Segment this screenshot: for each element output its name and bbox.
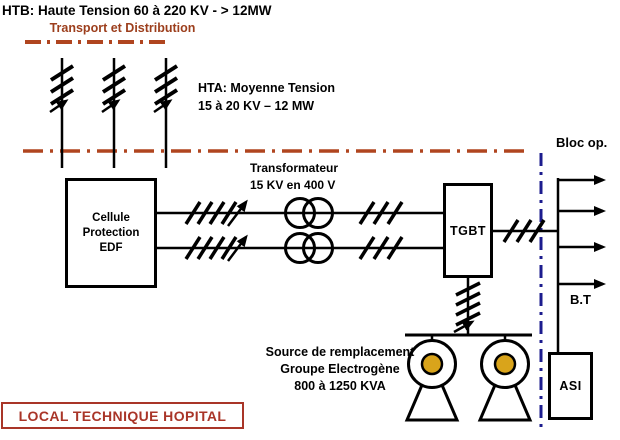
transport-subtitle: Transport et Distribution [49,21,196,35]
ht-feeder-symbols [49,58,179,168]
cellule-protection-edf-box: Cellule Protection EDF [65,178,157,288]
cellule-box-line2: Protection [82,226,140,239]
bloc-op-label: Bloc op. [556,135,608,150]
bt-distribution-bus [556,175,606,352]
asi-box: ASI [548,352,593,420]
transformer-label: Transformateur 15 KV en 400 V [250,160,338,194]
cellule-box-line3: EDF [99,241,123,254]
generator-link-line [453,277,481,335]
source-label-line1: Source de remplacement [265,345,415,359]
cellule-box-line1: Cellule [92,211,130,224]
hta-label-line1: HTA: Moyenne Tension [198,81,336,95]
transformer-label-line2: 15 KV en 400 V [250,178,336,192]
footer-box-label: LOCAL TECHNIQUE HOPITAL [18,407,227,424]
hta-label: HTA: Moyenne Tension 15 à 20 KV – 12 MW [198,79,335,115]
local-technique-hopital-box: LOCAL TECHNIQUE HOPITAL [1,402,244,429]
transformer-feeder-lines [157,197,443,264]
htb-boundary-lines [23,40,530,153]
transformer-label-line1: Transformateur [250,161,339,175]
source-label-line2: Groupe Electrogène [280,362,400,376]
tgbt-box: TGBT [443,183,493,278]
source-label-line3: 800 à 1250 KVA [294,379,386,393]
htb-title: HTB: Haute Tension 60 à 220 KV - > 12MW [2,3,272,18]
generator-source-label: Source de remplacement Groupe Electrogèn… [248,344,432,395]
hta-label-line2: 15 à 20 KV – 12 MW [198,99,315,113]
generator-symbols [404,333,533,422]
bt-label: B.T [570,292,591,307]
tgbt-output-line [492,219,558,243]
tgbt-box-label: TGBT [449,223,487,238]
asi-box-label: ASI [559,379,582,393]
